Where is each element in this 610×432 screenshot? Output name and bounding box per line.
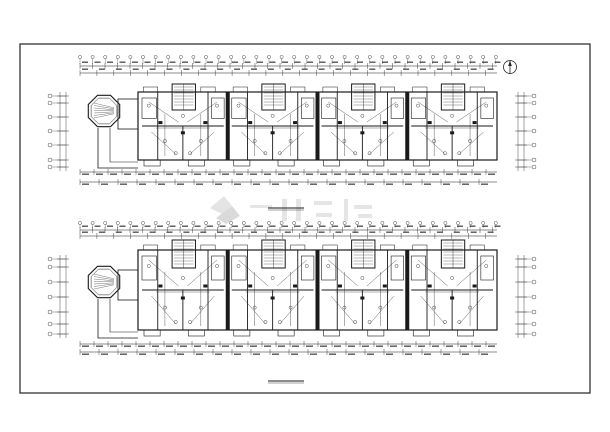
bay-window (412, 86, 428, 93)
room (390, 255, 404, 281)
balcony (143, 329, 161, 337)
bay-window (143, 86, 158, 93)
bay-window (322, 86, 338, 93)
residential-unit (405, 239, 494, 337)
balcony (323, 329, 340, 337)
balcony (233, 329, 251, 337)
balcony (412, 329, 430, 337)
octagon-stair (87, 94, 121, 128)
north-arrow-icon (503, 60, 517, 74)
room (321, 255, 337, 281)
room (231, 97, 247, 119)
room (480, 255, 494, 281)
residential-unit (141, 239, 225, 337)
balcony (367, 329, 385, 337)
bay-window (290, 86, 306, 93)
floor-plans (47, 55, 537, 384)
residential-unit (315, 83, 404, 167)
residential-unit (225, 83, 315, 167)
balcony (323, 159, 340, 167)
balcony (187, 329, 205, 337)
balcony (367, 159, 385, 167)
room (410, 255, 426, 281)
balcony (233, 159, 251, 167)
room (231, 255, 247, 281)
room (410, 97, 426, 119)
bay-window (380, 86, 395, 93)
residential-unit (405, 83, 494, 167)
residential-unit (141, 83, 225, 167)
upper-floor-plan (47, 55, 537, 211)
bay-window (232, 244, 248, 251)
bay-window (469, 86, 485, 93)
balcony (457, 329, 474, 337)
bay-window (143, 244, 158, 251)
balcony (277, 329, 295, 337)
room (480, 97, 494, 119)
room (141, 97, 157, 119)
bay-window (469, 244, 485, 251)
room (301, 255, 315, 281)
corridor (117, 269, 139, 301)
bay-window (380, 244, 395, 251)
corridor (117, 98, 139, 130)
bay-window (200, 86, 216, 93)
room (211, 97, 225, 119)
room (211, 255, 225, 281)
balcony (457, 159, 474, 167)
bay-window (232, 86, 248, 93)
bay-window (322, 244, 338, 251)
octagon-stair (87, 265, 121, 299)
balcony (143, 159, 161, 167)
room (141, 255, 157, 281)
room (301, 97, 315, 119)
bay-window (200, 244, 216, 251)
bay-window (290, 244, 306, 251)
drawing-frame (19, 43, 591, 394)
bay-window (412, 244, 428, 251)
lower-floor-plan (47, 221, 537, 384)
room (321, 97, 337, 119)
residential-unit (315, 239, 404, 337)
balcony (277, 159, 295, 167)
room (390, 97, 404, 119)
balcony (412, 159, 430, 167)
balcony (187, 159, 205, 167)
residential-unit (225, 239, 315, 337)
